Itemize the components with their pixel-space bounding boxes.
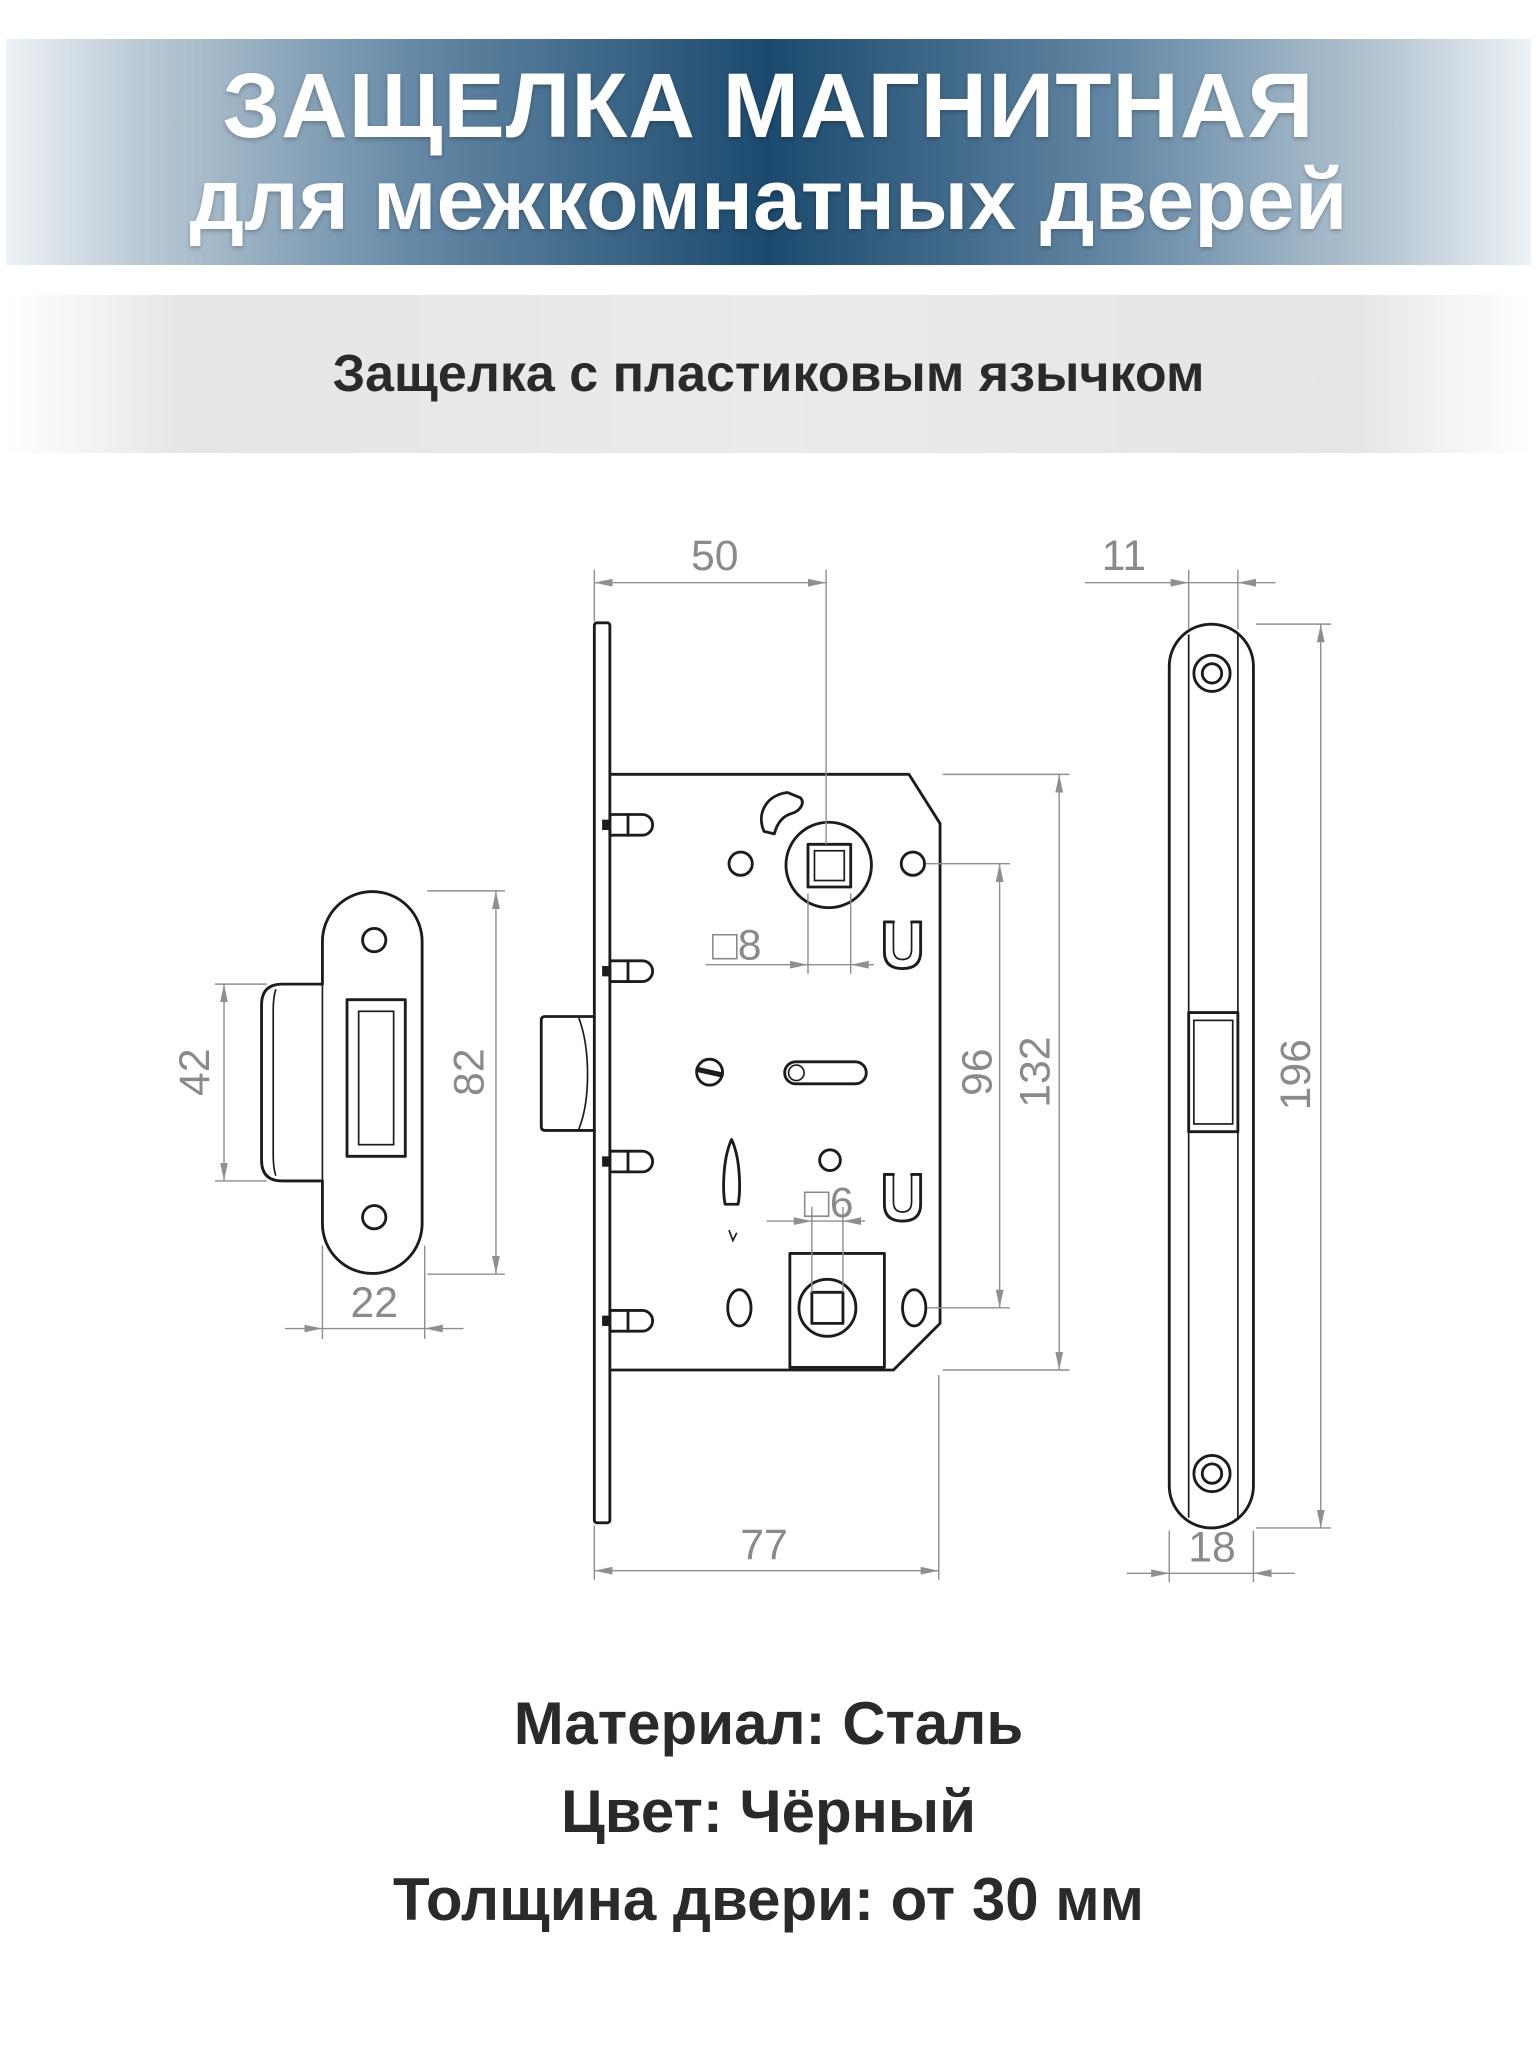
front-faceplate [592,621,612,1525]
strike-lip-edge [272,989,277,1177]
pin-notch [602,1315,610,1326]
faceplate-outline [1167,622,1255,1530]
faceplate-screw-hole-top [1192,653,1232,693]
lever-hook [759,791,804,836]
u-slot-outer [882,920,923,971]
pin-head [626,1149,654,1174]
dim-label-width: 18 [1188,1524,1236,1572]
spindle-square-hole [806,842,853,889]
small-mark [728,1229,738,1243]
strike-plate-outline [260,890,424,1275]
elongated-slot-pin [787,1064,805,1082]
pin-body [608,1308,630,1333]
strike-opening [345,998,407,1158]
lock-case-outline [608,772,942,1372]
dim-label-lower-square: □6 [804,1179,854,1227]
pin-head [626,1308,654,1333]
dim-label-length: 196 [1272,1039,1320,1110]
fixing-pin [602,1149,654,1174]
turn-knob-housing [788,1252,886,1369]
page-title: ЗАЩЕЛКА МАГНИТНАЯ [222,55,1315,157]
u-slot-inner [892,1174,913,1213]
u-slot-lower [882,1173,923,1223]
screw-slot [695,1066,724,1078]
strike-screw-hole-bottom [361,1204,388,1231]
pin-head [626,959,654,983]
case-hole-right [899,850,926,877]
fixing-pin [602,813,654,837]
turn-knob-hub [797,1277,858,1338]
page-subtitle: для межкомнатных дверей [189,152,1348,248]
pin-head [626,813,654,837]
pin-body [608,959,630,983]
lock-body [539,621,942,1525]
spec-list: Материал: Сталь Цвет: Чёрный Толщина две… [0,1680,1537,1944]
spindle-hub [784,820,873,910]
strike-opening-inner [357,1010,395,1146]
faceplate-view [1167,622,1255,1530]
turn-knob-square-hole [810,1290,845,1325]
strike-dimensions: 82 42 22 [171,890,505,1339]
dim-label-thickness: 11 [1102,532,1146,580]
small-hole [818,1148,842,1173]
dim-label-plate-width: 22 [350,1279,398,1327]
faceplate-dimensions: 11 196 18 [1085,532,1332,1583]
dim-label-plate-height: 82 [446,1048,494,1096]
case-hole-left [727,850,754,877]
spindle-square-inner [813,849,846,882]
dim-label-handle-distance: 96 [953,1048,1001,1096]
lock-body-dimensions: 50 □8 □6 96 132 77 [593,532,1070,1580]
pin-notch [602,819,610,831]
oval-hole-left [726,1288,753,1328]
dim-label-backset: 50 [691,532,739,580]
spec-color: Цвет: Чёрный [560,1778,977,1845]
faceplate-screw-hole-bottom [1192,1454,1232,1494]
fixing-pin [602,1308,654,1333]
u-slot-upper [882,920,923,971]
screw-head [695,1057,724,1087]
faceplate-screw-hole-bottom-inner [1200,1462,1224,1485]
tagline-text: Защелка с пластиковым язычком [332,345,1205,403]
teardrop-slot [722,1138,741,1206]
header-banner: ЗАЩЕЛКА МАГНИТНАЯ для межкомнатных двере… [6,39,1531,265]
faceplate-latch-opening [1187,1011,1240,1134]
dim-label-case-height: 132 [1012,1037,1060,1108]
u-slot-inner [892,921,913,961]
tagline-band: Защелка с пластиковым язычком [6,295,1531,453]
pin-notch [602,965,610,977]
strike-plate [260,890,424,1275]
latch-tongue-face [578,1017,589,1130]
strike-screw-hole-top [361,927,388,954]
oval-hole-right [901,1288,928,1328]
elongated-slot [783,1060,868,1086]
dim-label-lip-height: 42 [171,1048,219,1096]
pin-notch [602,1156,610,1167]
pin-body [608,813,630,837]
fixing-pin [602,959,654,983]
spec-material: Материал: Сталь [513,1690,1024,1757]
pin-body [608,1149,630,1174]
u-slot-outer [882,1173,923,1223]
dim-label-spindle-square: □8 [712,922,762,970]
faceplate-screw-hole-top-inner [1200,662,1224,685]
dim-label-total-depth: 77 [740,1521,788,1569]
faceplate-latch-inner [1193,1019,1234,1125]
spec-door-thickness: Толщина двери: от 30 мм [392,1866,1145,1933]
latch-tongue [539,1015,596,1132]
